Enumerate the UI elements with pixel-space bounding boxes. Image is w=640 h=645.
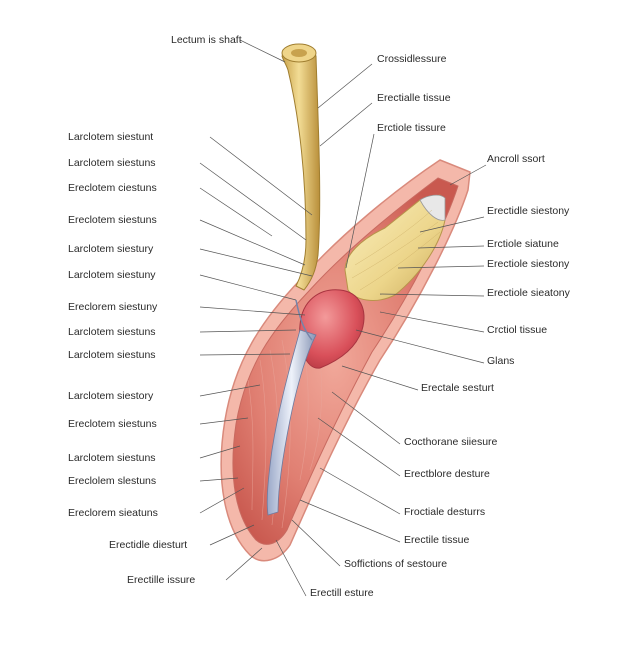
leader-line-left-13 bbox=[199, 477, 239, 482]
leader-line-left-4 bbox=[199, 219, 306, 266]
fat-cap bbox=[344, 194, 446, 301]
callout-label-right-0: Crossidlessure bbox=[377, 53, 447, 65]
leader-line-right-9 bbox=[355, 329, 485, 364]
leader-line-left-16 bbox=[225, 547, 263, 581]
callout-label-right-7: Erectiole sieatony bbox=[487, 287, 570, 299]
callout-label-right-6: Erectiole siestony bbox=[487, 258, 570, 270]
leader-line-right-11 bbox=[331, 391, 401, 445]
callout-label-right-2: Erctiole tissure bbox=[377, 122, 446, 134]
leader-line-right-3 bbox=[449, 164, 487, 186]
leader-line-left-10 bbox=[199, 384, 261, 397]
callout-label-left-4: Ereclotem siestuns bbox=[68, 214, 157, 226]
callout-label-left-9: Larclotem siestuns bbox=[68, 349, 156, 361]
callout-label-right-14: Erectile tissue bbox=[404, 534, 470, 546]
leader-line-left-12 bbox=[199, 445, 241, 459]
leader-line-right-13 bbox=[319, 467, 401, 515]
callout-label-left-13: Ereclolem slestuns bbox=[68, 475, 157, 487]
leader-line-left-14 bbox=[199, 487, 245, 514]
leader-line-left-1 bbox=[209, 136, 313, 216]
leader-line-right-0 bbox=[317, 63, 373, 109]
callout-label-right-4: Erectidle siestony bbox=[487, 205, 570, 217]
callout-label-right-3: Ancroll ssort bbox=[487, 153, 545, 165]
leader-line-left-15 bbox=[209, 524, 255, 546]
callout-label-left-6: Larclotem siestuny bbox=[68, 269, 156, 281]
tip-cap bbox=[419, 194, 446, 221]
leader-line-right-5 bbox=[417, 245, 485, 249]
callout-label-left-5: Larclotem siestury bbox=[68, 243, 154, 255]
leader-line-left-5 bbox=[199, 248, 313, 277]
leader-line-right-8 bbox=[379, 311, 485, 333]
callout-label-right-13: Froctiale desturrs bbox=[404, 506, 486, 518]
callout-label-left-0: Lectum is shaft bbox=[171, 34, 242, 46]
leader-line-left-3 bbox=[199, 187, 273, 237]
leader-line-left-0 bbox=[239, 39, 286, 63]
callout-label-right-5: Erctiole siatune bbox=[487, 238, 559, 250]
callout-label-left-1: Larclotem siestunt bbox=[68, 131, 154, 143]
callout-label-left-14: Ereclorem sieatuns bbox=[68, 507, 158, 519]
callout-label-right-8: Crctiol tissue bbox=[487, 324, 548, 336]
callout-label-left-3: Ereclotem ciestuns bbox=[68, 182, 157, 194]
leader-line-right-14 bbox=[299, 499, 401, 543]
callout-label-right-15: Soffictions of sestoure bbox=[344, 558, 448, 570]
callout-label-left-11: Ereclotem siestuns bbox=[68, 418, 157, 430]
leader-line-left-9 bbox=[199, 353, 291, 356]
leader-line-right-15 bbox=[291, 519, 341, 567]
leader-line-right-1 bbox=[319, 102, 373, 147]
leader-line-left-6 bbox=[199, 274, 297, 301]
callout-label-right-12: Erectblore desture bbox=[404, 468, 490, 480]
callout-label-left-7: Ereclorem siestuny bbox=[68, 301, 158, 313]
callout-label-left-12: Larclotem siestuns bbox=[68, 452, 156, 464]
callout-label-left-8: Larclotem siestuns bbox=[68, 326, 156, 338]
callout-label-left-15: Erectidle diesturt bbox=[109, 539, 188, 551]
leader-line-right-16 bbox=[275, 539, 307, 597]
callout-label-right-9: Glans bbox=[487, 355, 515, 367]
leader-line-left-8 bbox=[199, 329, 297, 333]
shaft-tube bbox=[281, 46, 321, 291]
leader-line-right-10 bbox=[341, 365, 419, 391]
callout-label-right-16: Erectill esture bbox=[310, 587, 374, 599]
callout-label-left-2: Larclotem siestuns bbox=[68, 157, 156, 169]
leader-line-right-6 bbox=[397, 265, 485, 269]
leader-line-right-2 bbox=[345, 133, 375, 269]
callout-label-left-10: Larclotem siestory bbox=[68, 390, 154, 402]
callout-label-right-10: Erectale sesturt bbox=[421, 382, 494, 394]
leader-line-right-7 bbox=[379, 293, 485, 297]
callout-label-left-16: Erectille issure bbox=[127, 574, 196, 586]
glans-shape bbox=[299, 289, 365, 369]
leader-line-left-7 bbox=[199, 306, 306, 316]
leader-line-right-12 bbox=[317, 417, 401, 477]
leader-line-left-2 bbox=[199, 162, 307, 241]
callout-label-right-1: Erectialle tissue bbox=[377, 92, 451, 104]
inner-channel bbox=[266, 329, 317, 516]
leader-line-right-4 bbox=[419, 216, 485, 233]
callout-label-right-11: Cocthorane siiesure bbox=[404, 436, 498, 448]
leader-line-left-11 bbox=[199, 417, 249, 425]
